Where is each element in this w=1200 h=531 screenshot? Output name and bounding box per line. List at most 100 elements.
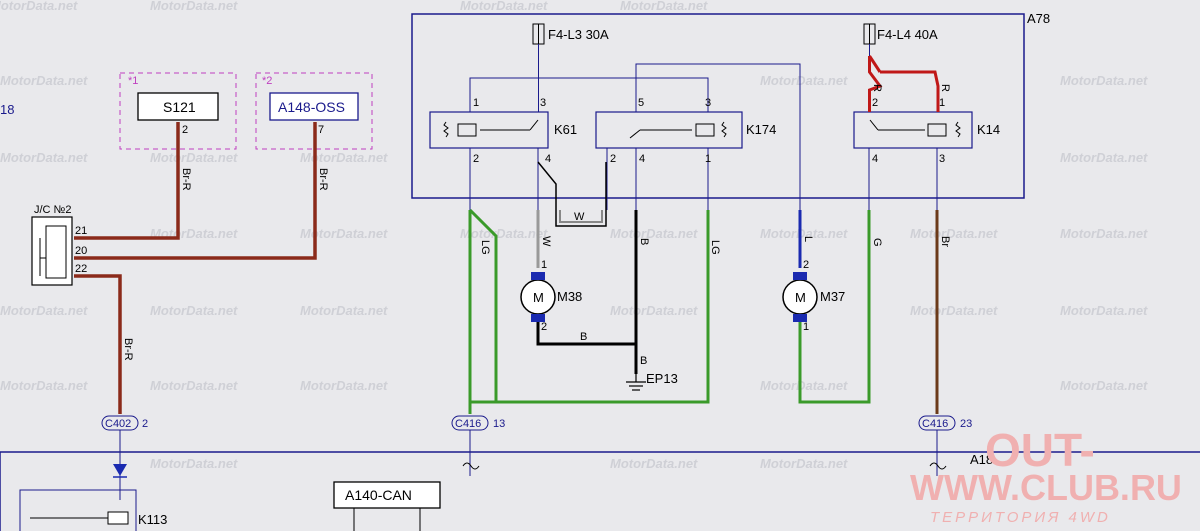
pin-label: 2 [541,321,547,333]
option-box-2 [255,72,373,150]
relay-k61-box [429,111,549,149]
pin-label: 2 [872,97,878,109]
component-a148-label: A148-OSS [278,99,345,115]
watermark: MotorData.net [300,226,388,241]
watermark: MotorData.net [460,0,548,13]
module-a18-label: A18 [970,452,993,467]
watermark: MotorData.net [150,0,238,13]
component-s121-box [137,92,219,121]
relay-k174-box [595,111,743,149]
pin-label: 3 [540,97,546,109]
module-a78-box [411,13,1025,199]
watermark: MotorData.net [0,73,88,88]
wire-lg-loop [468,210,710,404]
component-a148-box [269,92,359,121]
module-a78-label: A78 [1027,11,1050,26]
motor-symbol-label: M [533,290,544,305]
watermark: MotorData.net [150,456,238,471]
connector-label: C416 [922,418,948,430]
relay-k61-label: K61 [554,122,577,137]
site-logo: OUT- WWW.CLUB.RU ТЕРРИТОРИЯ 4WD [910,424,1182,526]
watermark: MotorData.net [1060,303,1148,318]
watermark: MotorData.net [620,0,708,13]
pin-label: 22 [75,263,87,275]
junction-jc2-label: J/C №2 [34,204,71,216]
pin-label: 3 [705,97,711,109]
wire-label: W [540,236,552,247]
logo-text: WWW.CLUB.RU [910,467,1182,508]
watermark: MotorData.net [150,378,238,393]
pin-label: 4 [545,153,551,165]
pin-label: 21 [75,225,87,237]
diode-icon [113,464,127,476]
pin-label: 1 [939,97,945,109]
wire-label: W [574,211,585,223]
module-a18-box [0,451,1200,531]
wire-label: Br-R [317,168,329,191]
wire-label: L [802,236,814,242]
connector-label: C402 [105,418,131,430]
component-a140-label: A140-CAN [345,487,412,503]
ground-ep13-icon [626,374,646,391]
wire-label: LG [479,240,491,255]
pin-label: 1 [803,321,809,333]
watermark: MotorData.net [0,150,88,165]
wire-g-m37 [798,210,871,404]
watermark: MotorData.net [300,303,388,318]
watermark: MotorData.net [760,378,848,393]
watermark: MotorData.net [610,303,698,318]
watermark: MotorData.net [300,150,388,165]
wire-brr-a148 [74,122,317,260]
connector-pin-label: 23 [960,418,972,430]
wire-label: LG [709,240,721,255]
wire-label: G [871,238,883,247]
watermark: MotorData.net [760,73,848,88]
motor-m37-label: M37 [820,289,845,304]
relay-k113-label: K113 [138,512,167,527]
pin-label: 1 [705,153,711,165]
fuse-f4-l3-label: F4-L3 30A [548,27,609,42]
pin-label: 5 [638,97,644,109]
watermark: MotorData.net [0,303,88,318]
ground-ep13-label: EP13 [646,371,678,386]
pin-label: 2 [803,259,809,271]
wire-r-k14-1 [880,70,940,112]
watermark: MotorData.net [0,0,78,13]
watermark: MotorData.net [910,303,998,318]
pin-label: 3 [939,153,945,165]
watermark-layer: MotorData.net MotorData.net MotorData.ne… [0,0,1148,471]
watermark: MotorData.net [610,456,698,471]
pin-label: 1 [473,97,479,109]
wire-label: Br-R [180,168,192,191]
watermark: MotorData.net [150,303,238,318]
wire-label: B [580,331,587,343]
watermark: MotorData.net [1060,378,1148,393]
watermark: MotorData.net [910,226,998,241]
watermark: MotorData.net [300,378,388,393]
watermark: MotorData.net [610,226,698,241]
connector-pin-label: 13 [493,418,505,430]
watermark: MotorData.net [460,226,548,241]
wire-label: Br-R [122,338,134,361]
pin-label: 4 [872,153,878,165]
watermark: MotorData.net [0,378,88,393]
motor-m38-label: M38 [557,289,582,304]
wire-r-k14-2 [868,56,883,112]
wire-w-bridge [537,161,607,227]
watermark: MotorData.net [760,226,848,241]
wire-label: B [640,355,647,367]
pin-label: 2 [182,124,188,136]
component-a140-box [333,481,441,509]
wire-brr-c402 [74,274,122,414]
wire-label: R [871,84,883,92]
relay-k14-label: K14 [977,122,1000,137]
wire-label: Br [939,236,951,247]
connector-label: C416 [455,418,481,430]
watermark: MotorData.net [150,150,238,165]
watermark: MotorData.net [1060,226,1148,241]
logo-text: ТЕРРИТОРИЯ 4WD [930,509,1111,526]
wire-label: R [939,84,951,92]
relay-k14-box [853,111,973,149]
